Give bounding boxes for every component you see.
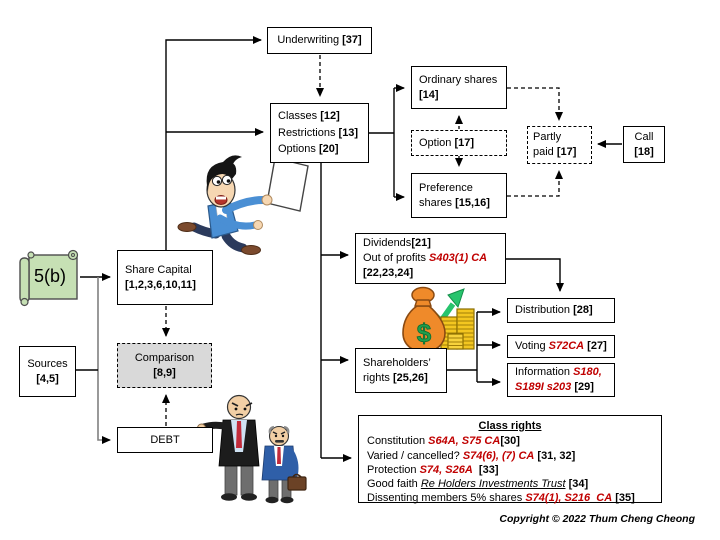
paper	[266, 157, 309, 212]
svg-text:$: $	[417, 318, 432, 348]
class-rights-lines: Constitution S64A, S75 CA[30]Varied / ca…	[367, 435, 635, 505]
node-dividends: Dividends[21]Out of profits S403(1) CA[2…	[355, 233, 506, 284]
two-businessmen-icon	[195, 390, 307, 504]
node-debt: DEBT	[117, 427, 213, 453]
connector-left-trunk-debt	[97, 277, 111, 444]
copyright-text: Copyright © 2022 Thum Cheng Cheong	[499, 513, 695, 525]
scroll-icon: 5(b)	[16, 247, 82, 309]
node-distribution: Distribution [28]	[507, 298, 615, 323]
class-rights-title: Class rights	[478, 420, 542, 432]
node-comparison: Comparison[8,9]	[117, 343, 212, 388]
connector-dividends-distribution	[506, 258, 564, 292]
node-call: Call[18]	[623, 126, 665, 163]
connector-shareholders-branch	[447, 312, 478, 382]
connector-preference-partlypaid-dashed	[507, 170, 563, 197]
growth-arrow-head	[447, 288, 465, 309]
scroll-label: 5(b)	[33, 265, 66, 286]
money-bag-icon: $	[398, 282, 480, 354]
node-underwriting: Underwriting [37]	[267, 27, 372, 54]
connector-sharecapital-underwriting	[165, 36, 262, 250]
connector-classes-branch	[369, 88, 395, 197]
coin-stacks	[440, 308, 475, 350]
node-sources: Sources[4,5]	[19, 346, 76, 397]
connector-ordinary-partlypaid-dashed	[507, 87, 563, 121]
node-ordinary-shares: Ordinary shares[14]	[411, 66, 507, 109]
node-shareholders-rights: Shareholders’rights [25,26]	[355, 348, 447, 393]
node-information: Information S180,S189I s203 [29]	[507, 363, 615, 397]
running-businessman-icon	[170, 148, 315, 260]
node-option: Option [17]	[411, 130, 507, 156]
node-class-rights: Class rights Constitution S64A, S75 CA[3…	[358, 415, 662, 505]
node-classes: Classes [12]Restrictions [13]Options [20…	[270, 103, 369, 163]
node-share-capital: Share Capital[1,2,3,6,10,11]	[117, 250, 213, 305]
node-voting: Voting S72CA [27]	[507, 335, 615, 358]
